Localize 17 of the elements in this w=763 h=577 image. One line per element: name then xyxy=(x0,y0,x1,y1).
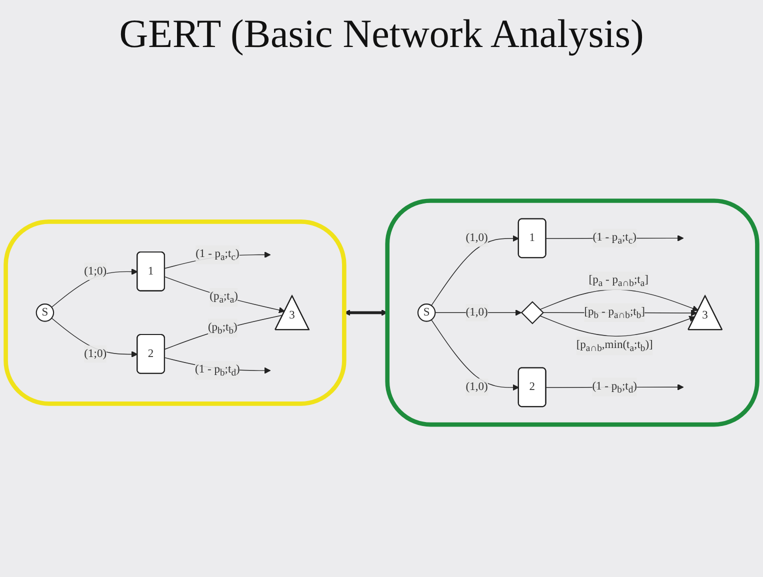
gert-node xyxy=(520,301,544,325)
arrow xyxy=(434,310,522,316)
start-circle: S xyxy=(417,304,436,322)
terminal-triangle: 3 xyxy=(274,296,310,330)
gert-node: 1 xyxy=(136,252,166,292)
arrow xyxy=(431,320,520,391)
arrow xyxy=(344,310,388,316)
start-circle: S xyxy=(36,304,54,322)
gert-node: 2 xyxy=(518,368,546,408)
gert-node: 2 xyxy=(136,334,166,374)
terminal-triangle: 3 xyxy=(688,296,722,330)
arrow xyxy=(51,268,138,308)
arrow xyxy=(539,316,696,337)
diagram-title: GERT (Basic Network Analysis) xyxy=(119,10,644,57)
gert-node: 1 xyxy=(518,218,546,258)
arrow xyxy=(431,236,520,306)
arrow xyxy=(51,318,138,358)
